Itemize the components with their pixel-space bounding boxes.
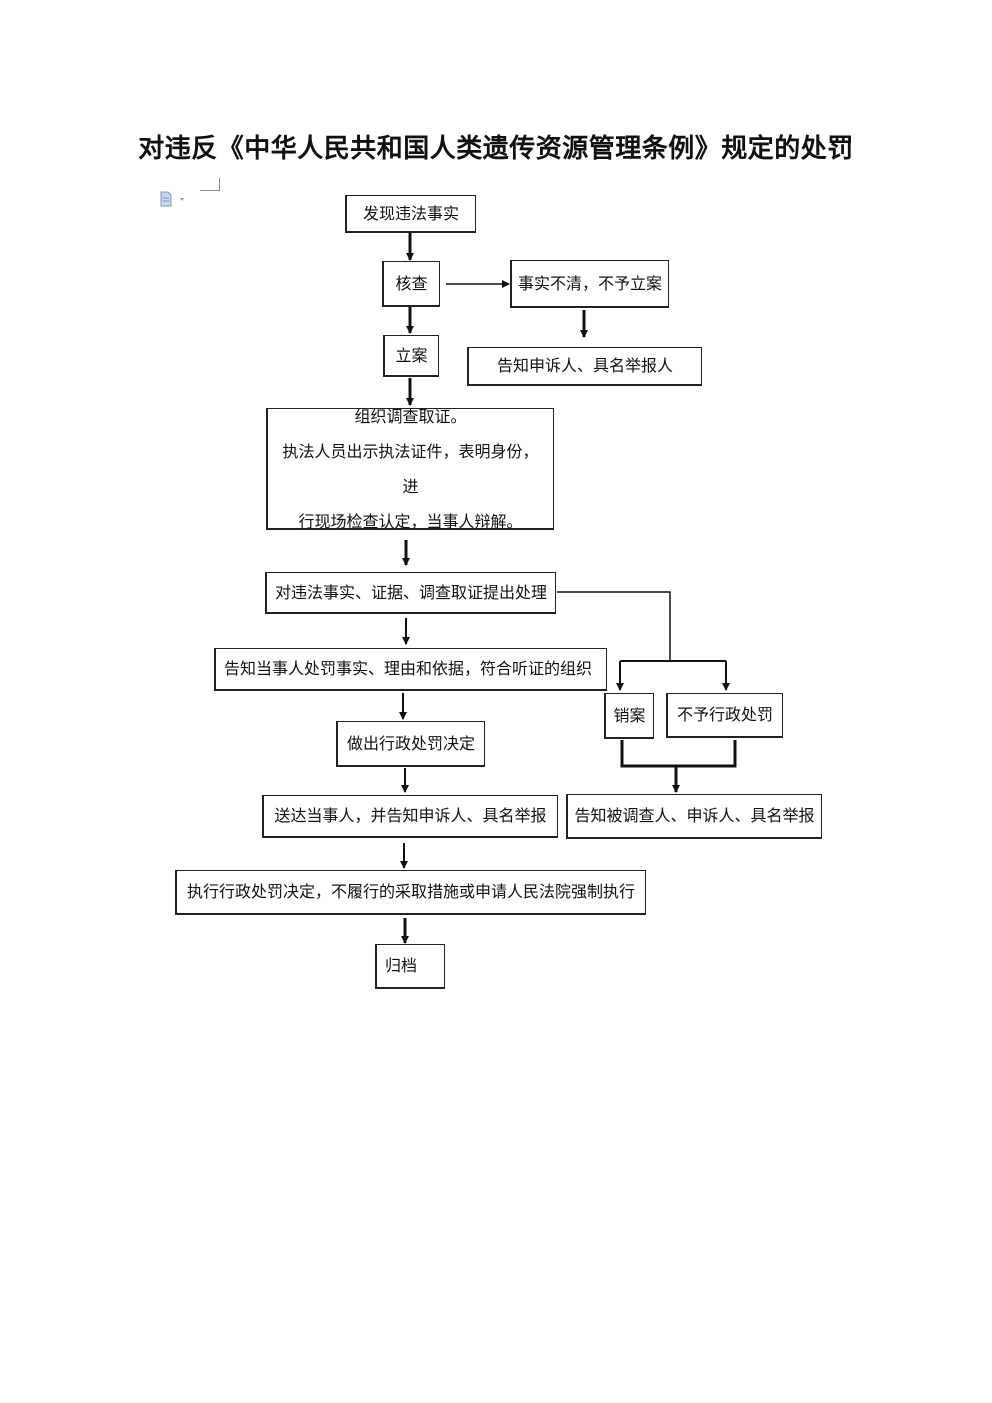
notify-all-box: 告知被调查人、申诉人、具名举报 — [566, 794, 822, 839]
page-title: 对违反《中华人民共和国人类遗传资源管理条例》规定的处罚 — [138, 134, 854, 164]
text-boundary-mark — [200, 178, 220, 191]
investigate-line-1: 组织调查取证。 — [354, 406, 467, 426]
merge-bracket — [620, 740, 737, 768]
document-icon[interactable] — [160, 191, 186, 207]
no-penalty-box: 不予行政处罚 — [666, 693, 783, 738]
unclear-no-case-box: 事实不清，不予立案 — [510, 260, 669, 308]
discover-violation-box: 发现违法事实 — [345, 195, 476, 233]
penalty-decision-box: 做出行政处罚决定 — [336, 721, 485, 767]
branch-propose-right — [557, 591, 671, 661]
inform-party-box: 告知当事人处罚事实、理由和依据，符合听证的组织 — [214, 648, 607, 691]
cancel-case-box: 销案 — [604, 693, 654, 739]
investigate-line-2: 执法人员出示执法证件，表明身份，进 — [282, 441, 539, 496]
investigate-box: 组织调查取证。 执法人员出示执法证件，表明身份，进 行现场检查认定，当事人辩解。 — [266, 407, 554, 531]
verify-box: 核查 — [382, 261, 440, 307]
execute-box: 执行行政处罚决定，不履行的采取措施或申请人民法院强制执行 — [175, 870, 646, 915]
deliver-box: 送达当事人，并告知申诉人、具名举报 — [262, 795, 558, 838]
file-case-box: 立案 — [383, 335, 439, 377]
archive-box: 归档 — [375, 944, 445, 989]
investigate-line-3: 行现场检查认定，当事人辩解。 — [298, 511, 523, 531]
propose-handling-box: 对违法事实、证据、调查取证提出处理 — [265, 572, 556, 614]
notify-complainant-box: 告知申诉人、具名举报人 — [467, 347, 702, 386]
